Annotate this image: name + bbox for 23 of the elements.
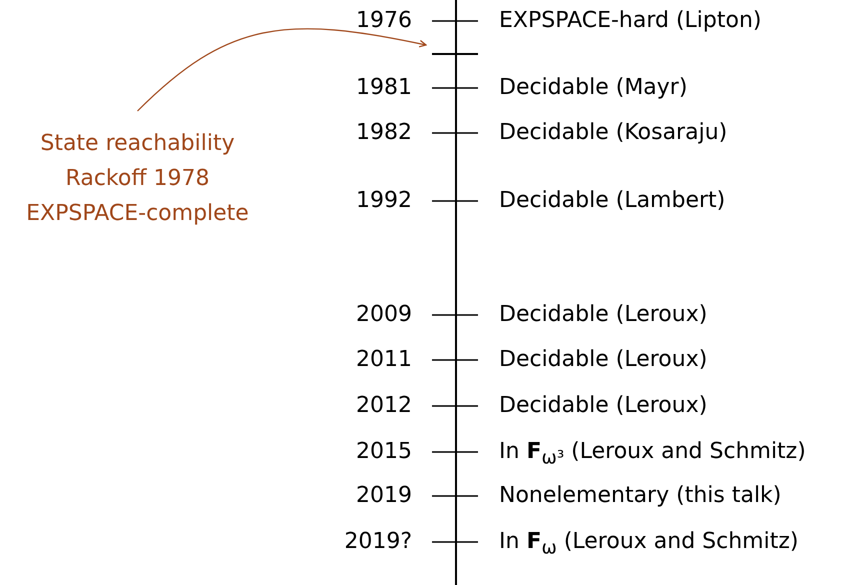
year-label: 1982 (355, 120, 412, 146)
event-label: In F$_{ω³}$ (Leroux and Schmitz) (499, 439, 806, 470)
year-label: 2015 (355, 439, 412, 465)
event-label: EXPSPACE-hard (Lipton) (499, 8, 762, 34)
event-label: Decidable (Leroux) (499, 347, 708, 373)
year-label: 2012 (355, 393, 412, 419)
curved-arrow (137, 28, 427, 112)
event-label: Decidable (Mayr) (499, 75, 688, 101)
year-label: 2019 (355, 483, 412, 509)
tick-mark (432, 53, 478, 55)
event-label: Decidable (Leroux) (499, 302, 708, 328)
event-label: Nonelementary (this talk) (499, 483, 782, 509)
year-label: 2009 (355, 302, 412, 328)
callout-text: State reachability Rackoff 1978 EXPSPACE-complete (20, 126, 255, 231)
year-label: 2011 (355, 347, 412, 373)
event-label: In F$_{ω}$ (Leroux and Schmitz) (499, 529, 798, 560)
year-label: 1976 (355, 8, 412, 34)
year-label: 1992 (355, 188, 412, 214)
event-label: Decidable (Leroux) (499, 393, 708, 419)
event-label: Decidable (Kosaraju) (499, 120, 728, 146)
year-label: 1981 (355, 75, 412, 101)
event-label: Decidable (Lambert) (499, 188, 726, 214)
year-label: 2019? (343, 529, 412, 555)
